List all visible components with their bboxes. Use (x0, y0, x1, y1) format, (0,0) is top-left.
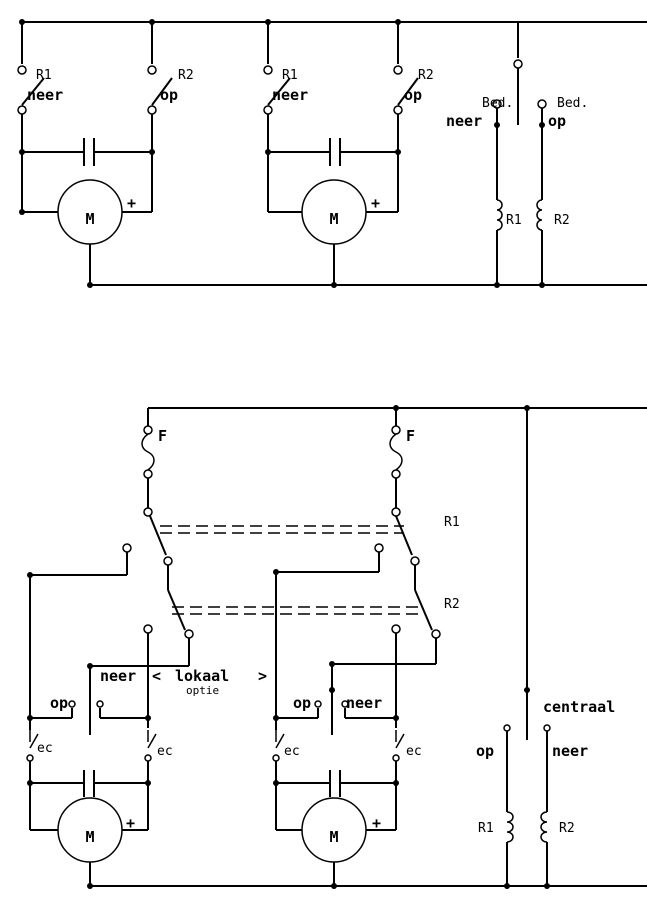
relay-label-r1: R1 (444, 515, 460, 530)
relay-coil-r2 (536, 199, 543, 231)
polarity-label: + (371, 194, 380, 212)
label-up: op (404, 86, 422, 104)
relay-label-r2: R2 (418, 68, 434, 83)
coil-label-r1: R1 (506, 213, 522, 228)
label-down: neer (272, 86, 308, 104)
ec-label: ec (406, 744, 422, 759)
relay-label-r1: R1 (36, 68, 52, 83)
switch-r2-up (151, 77, 173, 106)
bottom-motor-group-1: M + op neer ec ec (26, 552, 190, 889)
relay-r2-switches: R2 (143, 565, 460, 639)
ec-label: ec (37, 741, 53, 756)
polarity-label: + (126, 814, 135, 832)
label-up: op (476, 742, 494, 760)
relay-r1-switches: R1 (122, 515, 460, 566)
central-control: centraal op neer R1 R2 (476, 690, 615, 889)
relay-label-r2: R2 (178, 68, 194, 83)
fuse-right: F (389, 405, 415, 517)
polarity-label: + (127, 194, 136, 212)
ec-label: ec (157, 744, 173, 759)
fuse-label: F (406, 427, 415, 445)
label-down: neer (552, 742, 588, 760)
polarity-label: + (372, 814, 381, 832)
motor-label: M (329, 828, 338, 846)
motor-label: M (329, 210, 338, 228)
coil-label-r2: R2 (554, 213, 570, 228)
option-label: optie (186, 684, 219, 697)
label-up: op (293, 694, 311, 712)
coil-label-r1: R1 (478, 821, 494, 836)
label-up: op (160, 86, 178, 104)
relay-coil-r1 (496, 199, 503, 231)
endstop-ec-right (147, 733, 157, 749)
switch-r1-down (21, 77, 45, 106)
bottom-circuit: F F R1 (26, 405, 647, 889)
local-bracket-left: < (152, 667, 161, 685)
label-down: neer (27, 86, 63, 104)
bed-label-right: Bed. (557, 96, 588, 111)
central-label: centraal (543, 698, 615, 716)
label-down: neer (346, 694, 382, 712)
local-bracket-right: > (258, 667, 267, 685)
endstop-ec-left (29, 733, 39, 749)
label-down: neer (446, 112, 482, 130)
top-circuit: M + R1 neer R2 op (17, 19, 647, 288)
relay-coil-r1 (506, 811, 514, 843)
coil-label-r2: R2 (559, 821, 575, 836)
label-down: neer (100, 667, 136, 685)
local-label: lokaal (175, 667, 229, 685)
label-up: op (548, 112, 566, 130)
switch-terminal (17, 65, 27, 75)
local-option: < lokaal > optie (152, 667, 267, 697)
fuse-left: F (141, 408, 167, 517)
ec-label: ec (284, 744, 300, 759)
fuse-label: F (158, 427, 167, 445)
relay-label-r1: R1 (282, 68, 298, 83)
relay-label-r2: R2 (444, 597, 460, 612)
label-up: op (50, 694, 68, 712)
bottom-motor-group-2: M + op neer ec ec (272, 552, 437, 889)
relay-coil-r2 (540, 811, 548, 843)
top-control: Bed. Bed. neer op R1 R2 (446, 22, 588, 288)
top-motor-group-1: M + R1 neer R2 op (17, 19, 194, 288)
motor-label: M (85, 828, 94, 846)
motor-label: M (85, 210, 94, 228)
top-motor-group-2: M + R1 neer R2 op (263, 19, 434, 288)
bed-label-left: Bed. (482, 96, 513, 111)
